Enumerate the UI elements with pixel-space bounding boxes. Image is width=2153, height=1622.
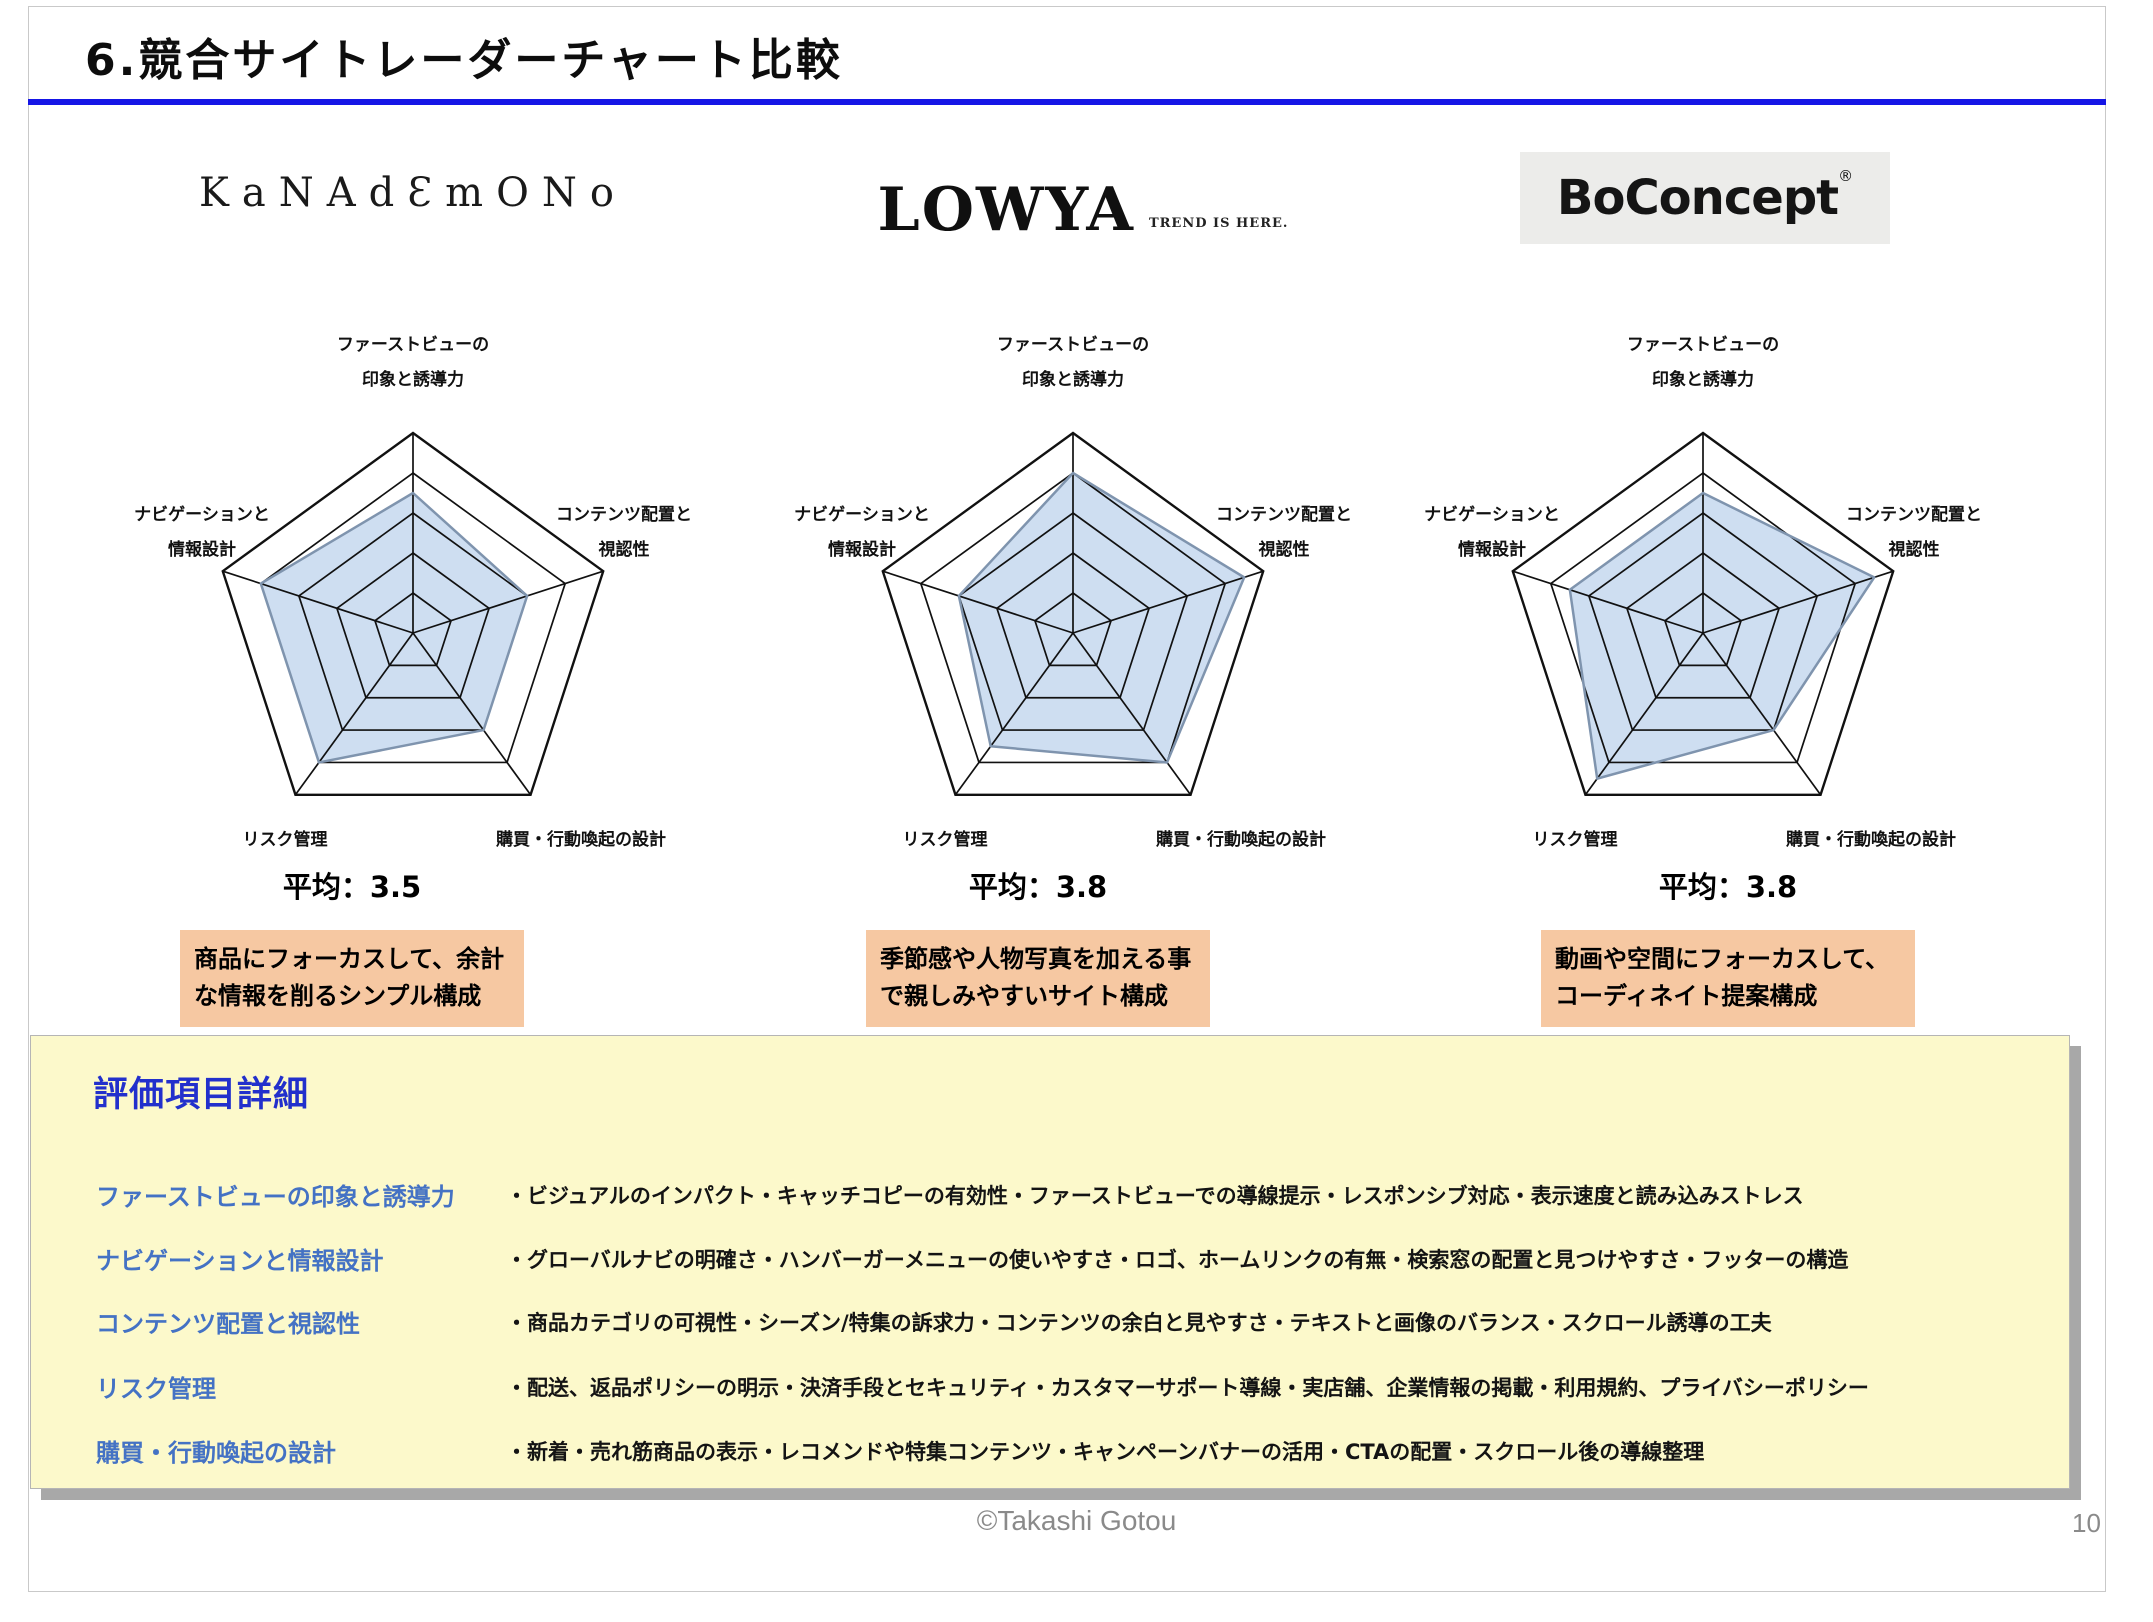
- radar-spoke: [1072, 632, 1192, 796]
- evaluation-item-description: ・新着・売れ筋商品の表示・レコメンドや特集コンテンツ・キャンペーンバナーの活用・…: [506, 1440, 1705, 1464]
- comment-box-lowya: 季節感や人物写真を加える事で親しみやすいサイト構成: [866, 930, 1210, 1027]
- evaluation-item-description: ・商品カテゴリの可視性・シーズン/特集の訴求力・コンテンツの余白と見やすさ・テキ…: [506, 1311, 1772, 1335]
- radar-series-outline: [1568, 491, 1876, 780]
- radar-spoke: [1584, 632, 1704, 796]
- radar-series-outline: [259, 491, 529, 764]
- radar-axis-label: リスク管理: [243, 829, 328, 850]
- radar-spoke: [954, 632, 1074, 796]
- evaluation-item-description: ・配送、返品ポリシーの明示・決済手段とセキュリティ・カスタマーサポート導線・実店…: [506, 1376, 1869, 1400]
- radar-grid-ring: [1033, 591, 1113, 667]
- radar-spoke: [412, 632, 532, 796]
- radar-axis-label: コンテンツ配置と視認性: [1216, 505, 1352, 560]
- evaluation-item-label: ファーストビューの印象と誘導力: [96, 1183, 455, 1211]
- radar-chart-boconcept: ファーストビューの印象と誘導力コンテンツ配置と視認性購買・行動喚起の設計 リスク管…: [1363, 243, 2043, 875]
- kanademono-logo-text: KaNAdƐmONo: [199, 169, 627, 216]
- radar-grid-ring: [1511, 431, 1895, 797]
- slide-border: [28, 6, 2106, 1592]
- radar-axis-label: ファーストビューの印象と誘導力: [997, 335, 1149, 390]
- boconcept-logo: BoConcept ®: [1520, 152, 1890, 244]
- radar-spoke: [412, 570, 604, 634]
- evaluation-item-description: ・ビジュアルのインパクト・キャッチコピーの有効性・ファーストビューでの導線提示・…: [506, 1184, 1804, 1208]
- radar-grid-ring: [957, 511, 1189, 731]
- radar-axis-label: 購買・行動喚起の設計: [1156, 829, 1326, 850]
- radar-spoke: [1702, 570, 1894, 634]
- radar-chart-kanademono: ファーストビューの印象と誘導力コンテンツ配置と視認性購買・行動喚起の設計 リスク管…: [73, 243, 753, 875]
- copyright-credit: ©Takashi Gotou: [976, 1505, 1177, 1536]
- comment-box-kanademono: 商品にフォーカスして、余計な情報を削るシンプル構成: [180, 930, 524, 1027]
- radar-spoke: [294, 632, 414, 796]
- radar-chart-lowya: ファーストビューの印象と誘導力コンテンツ配置と視認性購買・行動喚起の設計 リスク管…: [733, 243, 1413, 875]
- radar-spoke: [882, 570, 1074, 634]
- radar-grid-ring: [1587, 511, 1819, 731]
- page-title: 6.競合サイトレーダーチャート比較: [85, 35, 843, 86]
- lowya-logo-text: LOWYA: [877, 175, 1135, 245]
- radar-axis-label: 購買・行動喚起の設計: [1786, 829, 1956, 850]
- radar-axis-label: ナビゲーションと情報設計: [134, 504, 270, 560]
- registered-mark-icon: ®: [1838, 167, 1854, 185]
- kanademono-logo: KaNAdƐmONo: [178, 150, 648, 235]
- radar-axis-label: コンテンツ配置と視認性: [556, 505, 692, 560]
- radar-grid-ring: [919, 471, 1227, 764]
- radar-grid-ring: [373, 591, 453, 667]
- title-underline: [28, 99, 2106, 105]
- average-score-kanademono: 平均：3.5: [282, 870, 422, 904]
- evaluation-item-label: コンテンツ配置と視認性: [96, 1310, 360, 1338]
- lowya-logo-tagline: TREND IS HERE.: [1148, 216, 1289, 231]
- radar-spoke: [1072, 570, 1264, 634]
- radar-axis-label: ナビゲーションと情報設計: [794, 504, 930, 560]
- radar-axis-label: リスク管理: [1533, 829, 1618, 850]
- radar-grid-ring: [221, 431, 605, 797]
- evaluation-panel-title: 評価項目詳細: [93, 1075, 310, 1115]
- radar-grid-ring: [297, 511, 529, 731]
- lowya-logo: LOWYA TREND IS HERE.: [823, 158, 1343, 240]
- radar-grid-ring: [995, 551, 1151, 699]
- radar-series-outline: [957, 471, 1246, 764]
- average-score-boconcept: 平均：3.8: [1658, 870, 1798, 904]
- evaluation-item-label: ナビゲーションと情報設計: [96, 1247, 384, 1275]
- evaluation-panel: 評価項目詳細 ファーストビューの印象と誘導力 ・ビジュアルのインパクト・キャッチ…: [30, 1035, 2070, 1489]
- radar-axis-label: 購買・行動喚起の設計: [496, 829, 666, 850]
- radar-axis-label: ナビゲーションと情報設計: [1424, 504, 1560, 560]
- evaluation-item-label: 購買・行動喚起の設計: [96, 1439, 336, 1467]
- evaluation-item-label: リスク管理: [96, 1375, 216, 1403]
- radar-spoke: [1512, 570, 1704, 634]
- boconcept-logo-text: BoConcept: [1556, 170, 1839, 226]
- radar-axis-label: ファーストビューの印象と誘導力: [1627, 335, 1779, 390]
- comment-box-boconcept: 動画や空間にフォーカスして、コーディネイト提案構成: [1541, 930, 1915, 1027]
- page-number: 10: [2072, 1508, 2101, 1538]
- radar-grid-ring: [1549, 471, 1857, 764]
- radar-grid-ring: [1663, 591, 1743, 667]
- radar-series-fill: [1569, 493, 1875, 779]
- radar-grid-ring: [1625, 551, 1781, 699]
- radar-grid-ring: [259, 471, 567, 764]
- evaluation-item-description: ・グローバルナビの明確さ・ハンバーガーメニューの使いやすさ・ロゴ、ホームリンクの…: [506, 1248, 1849, 1272]
- radar-series-fill: [958, 473, 1245, 763]
- average-score-lowya: 平均：3.8: [968, 870, 1108, 904]
- radar-axis-label: ファーストビューの印象と誘導力: [337, 335, 489, 390]
- radar-axis-label: リスク管理: [903, 829, 988, 850]
- radar-spoke: [222, 570, 414, 634]
- radar-grid-ring: [881, 431, 1265, 797]
- radar-spoke: [1702, 632, 1822, 796]
- radar-axis-label: コンテンツ配置と視認性: [1846, 505, 1982, 560]
- radar-grid-ring: [335, 551, 491, 699]
